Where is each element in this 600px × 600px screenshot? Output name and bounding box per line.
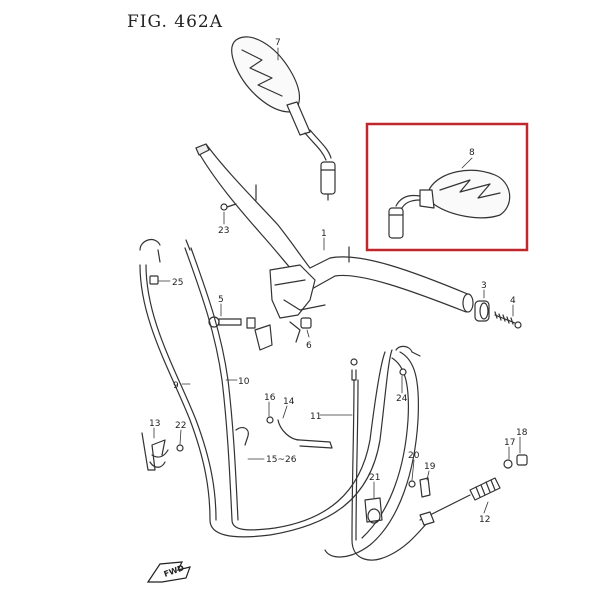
- pin-17[interactable]: [503, 459, 513, 469]
- cable-9[interactable]: [139, 238, 217, 521]
- part-number-6: 6: [306, 341, 312, 351]
- part-number-8: 8: [469, 148, 475, 158]
- part-number-3: 3: [481, 281, 487, 291]
- part-number-16: 16: [264, 393, 276, 403]
- part-number-22: 22: [175, 421, 186, 431]
- screw-23[interactable]: [220, 203, 237, 211]
- bush-3[interactable]: [474, 300, 490, 322]
- part-number-19: 19: [424, 462, 436, 472]
- screw-22[interactable]: [176, 444, 184, 452]
- screw-19[interactable]: [419, 477, 431, 498]
- forward-arrow-icon: FWD: [146, 561, 191, 583]
- clamp-24[interactable]: [395, 345, 421, 376]
- part-number-20: 20: [408, 451, 420, 461]
- nut-18[interactable]: [516, 454, 528, 466]
- part-number-23: 23: [218, 226, 229, 236]
- part-number-13: 13: [149, 419, 160, 429]
- part-numbers: 7 8 1 3 4 5 6 9 10 11 12 13 14 15~26 16 …: [149, 38, 528, 525]
- part-number-1: 1: [321, 229, 327, 239]
- part-number-18: 18: [516, 428, 528, 438]
- right-mirror[interactable]: [388, 169, 511, 239]
- screw-4[interactable]: [494, 311, 522, 329]
- part-number-14: 14: [283, 397, 295, 407]
- bracket-13[interactable]: [141, 432, 169, 471]
- part-number-9: 9: [173, 381, 179, 391]
- part-number-11: 11: [310, 412, 321, 422]
- nut-25[interactable]: [149, 275, 159, 285]
- adjuster-12[interactable]: [419, 477, 501, 526]
- nut-20[interactable]: [408, 480, 416, 488]
- part-number-25: 25: [172, 278, 183, 288]
- left-mirror[interactable]: [231, 36, 336, 201]
- bracket-14[interactable]: [266, 416, 333, 449]
- part-number-7: 7: [275, 38, 281, 48]
- handlebar[interactable]: [195, 143, 474, 313]
- nut-6[interactable]: [300, 317, 312, 329]
- cable-11[interactable]: [350, 358, 431, 561]
- part-number-24: 24: [396, 394, 408, 404]
- part-number-12: 12: [479, 515, 490, 525]
- clamp-16[interactable]: [235, 426, 249, 446]
- part-number-4: 4: [510, 296, 516, 306]
- leader-lines: [153, 47, 521, 514]
- clip-21[interactable]: [364, 497, 383, 524]
- part-number-17: 17: [504, 438, 515, 448]
- part-number-10: 10: [238, 377, 250, 387]
- bolt-5[interactable]: [208, 316, 256, 329]
- figure-title: FIG. 462A: [127, 12, 224, 32]
- part-number-21: 21: [369, 473, 380, 483]
- highlight-box: [365, 122, 529, 252]
- part-number-15-26: 15~26: [266, 455, 297, 465]
- lever-bracket[interactable]: [254, 264, 326, 351]
- part-number-5: 5: [218, 295, 224, 305]
